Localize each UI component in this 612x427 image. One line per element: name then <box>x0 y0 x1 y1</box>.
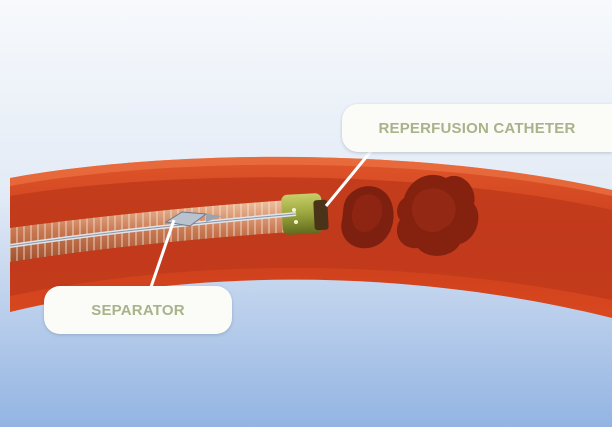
reperfusion-catheter-label: REPERFUSION CATHETER <box>342 104 612 152</box>
separator-label-text: SEPARATOR <box>91 302 184 319</box>
reperfusion-catheter-label-text: REPERFUSION CATHETER <box>378 120 575 137</box>
separator-label: SEPARATOR <box>44 286 232 334</box>
